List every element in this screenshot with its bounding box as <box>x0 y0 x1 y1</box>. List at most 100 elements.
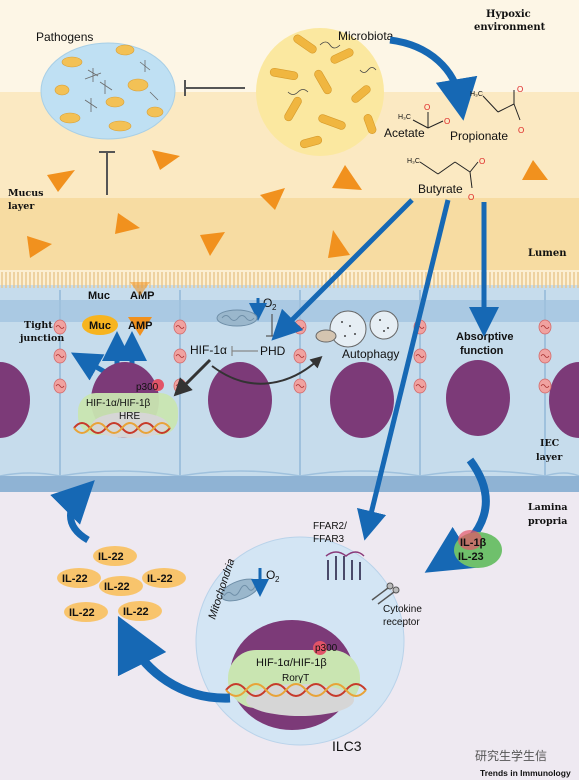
il22-blob: IL-22 <box>142 568 186 588</box>
cytokine-receptor-label: Cytokine receptor <box>383 604 425 628</box>
tight-junction <box>293 378 307 394</box>
hif-to-autophagy-arrow <box>211 356 323 385</box>
ilc3-p300-dot <box>313 641 327 655</box>
il22-blob: IL-22 <box>118 601 162 621</box>
cytokine-line-1: Cytokine <box>383 604 422 615</box>
ilc3-mitochondrion <box>220 578 260 602</box>
mucus-layer-label: Mucus layer <box>8 188 47 212</box>
butyrate-structure <box>419 161 479 189</box>
iec-nucleus-hif: p300 HIF-1α/HIF-1β HRE <box>73 362 178 438</box>
watermark-text: 研究生学生信 <box>475 748 547 763</box>
microbiota-to-scfa-arrow <box>389 36 478 121</box>
mucus-triangle <box>27 236 52 258</box>
tight-junction <box>53 348 67 364</box>
lamina-propria-label: Lamina propria <box>528 502 571 527</box>
hypoxic-line-1: Hypoxic <box>486 9 531 20</box>
mucus-triangle <box>115 213 140 234</box>
il22-label: IL-22 <box>123 606 149 618</box>
iec-nucleus <box>0 362 30 438</box>
butyrate-to-ffar-arrow <box>357 199 451 541</box>
butyrate-o-minus: O <box>468 193 474 202</box>
acetate-ch3: H₃C <box>398 114 411 121</box>
tight-junction <box>53 378 67 394</box>
il22-label: IL-22 <box>62 573 88 585</box>
acetate-o-double: O <box>424 103 430 112</box>
propionate-o-minus: O <box>518 126 524 135</box>
il1b-il23-blob: IL-1β IL-23 <box>454 530 502 568</box>
cytokine-receptor: Cytokine receptor <box>371 582 425 628</box>
amp-label-top: AMP <box>130 290 154 302</box>
tight-junction <box>293 348 307 364</box>
iec-line-2: layer <box>536 452 563 463</box>
iec-layer-label: IEC layer <box>536 438 563 463</box>
mucus-triangle <box>332 165 362 190</box>
microbiota-cluster: Microbiota <box>256 28 394 156</box>
il22-blob: IL-22 <box>99 576 143 596</box>
microbiota-label: Microbiota <box>338 29 394 43</box>
phd-inhibits-hif <box>231 346 258 356</box>
hypoxic-environment-label: Hypoxic environment <box>474 9 546 33</box>
muc-label: Muc <box>89 320 111 332</box>
il22-label: IL-22 <box>98 551 124 563</box>
propionate-ch3: H₃C <box>470 91 483 98</box>
autophagosome-cargo <box>315 329 337 343</box>
tight-junction-line-2: junction <box>19 333 64 344</box>
tight-junction <box>53 319 67 335</box>
lumen-label: Lumen <box>528 248 567 259</box>
hif1a-label: HIF-1α <box>190 343 227 357</box>
amp-label: AMP <box>128 320 152 332</box>
mucus-line-1: Mucus <box>8 188 43 199</box>
hypoxic-line-2: environment <box>474 22 546 33</box>
basement-membrane <box>0 476 579 492</box>
iec-nucleus <box>446 360 510 436</box>
lamina-line-2: propria <box>528 516 567 527</box>
acetate-label: Acetate <box>384 126 425 140</box>
acetate-structure <box>412 112 444 129</box>
ilc3-p300-label: p300 <box>315 643 338 654</box>
mucus-triangle <box>260 188 285 210</box>
mucus-triangle <box>47 170 75 192</box>
amp-triangle <box>128 317 152 336</box>
ffar-line-1: FFAR2/ <box>313 521 347 532</box>
tight-junction <box>538 319 552 335</box>
mucus-inner-layer <box>0 198 579 278</box>
o2-label: O <box>263 296 272 310</box>
butyrate-to-phd-arrow <box>271 198 414 341</box>
mucus-triangle <box>200 232 225 256</box>
mucus-inhibits-pathogens <box>99 151 115 195</box>
tight-junction <box>173 319 187 335</box>
il22-blob: IL-22 <box>57 568 101 588</box>
propionate-structure <box>482 90 521 121</box>
iec-nucleus <box>549 362 579 438</box>
iec-hif-complex-label: HIF-1α/HIF-1β <box>86 398 151 409</box>
p300-dot <box>152 379 164 391</box>
il1b-label: IL-1β <box>460 537 487 549</box>
il22-label: IL-22 <box>147 573 173 585</box>
ffar-receptor: FFAR2/ FFAR3 <box>313 521 365 580</box>
butyrate-label: Butyrate <box>418 182 463 196</box>
tight-junction-label: Tight junction <box>19 320 64 344</box>
ilc3-o2-sub: 2 <box>275 575 280 584</box>
ilc3-o2-label: O <box>266 568 275 582</box>
tight-junction-line-1: Tight <box>24 320 53 331</box>
amp-triangle-top <box>130 282 150 296</box>
o2-sub: 2 <box>272 303 277 312</box>
hif-to-nucleus-arrow <box>173 358 212 397</box>
left-up-arrow <box>70 352 107 381</box>
acetate-o-minus: O <box>444 117 450 126</box>
propionate-o-double: O <box>517 85 523 94</box>
mucus-triangle <box>328 230 350 258</box>
rorgt-label: RorγT <box>282 673 309 684</box>
autophagy-vesicles: Autophagy <box>315 310 399 361</box>
ilc3-hif-complex-label: HIF-1α/HIF-1β <box>256 657 327 669</box>
tight-junction <box>538 378 552 394</box>
iec-p300-label: p300 <box>136 382 159 393</box>
propionate-label: Propionate <box>450 129 508 143</box>
autophagy-label: Autophagy <box>342 347 399 361</box>
tight-junction <box>413 348 427 364</box>
absorptive-line-1: Absorptive <box>456 331 513 343</box>
microbiota-inhibits-pathogens <box>184 80 245 96</box>
il22-blob: IL-22 <box>93 546 137 566</box>
